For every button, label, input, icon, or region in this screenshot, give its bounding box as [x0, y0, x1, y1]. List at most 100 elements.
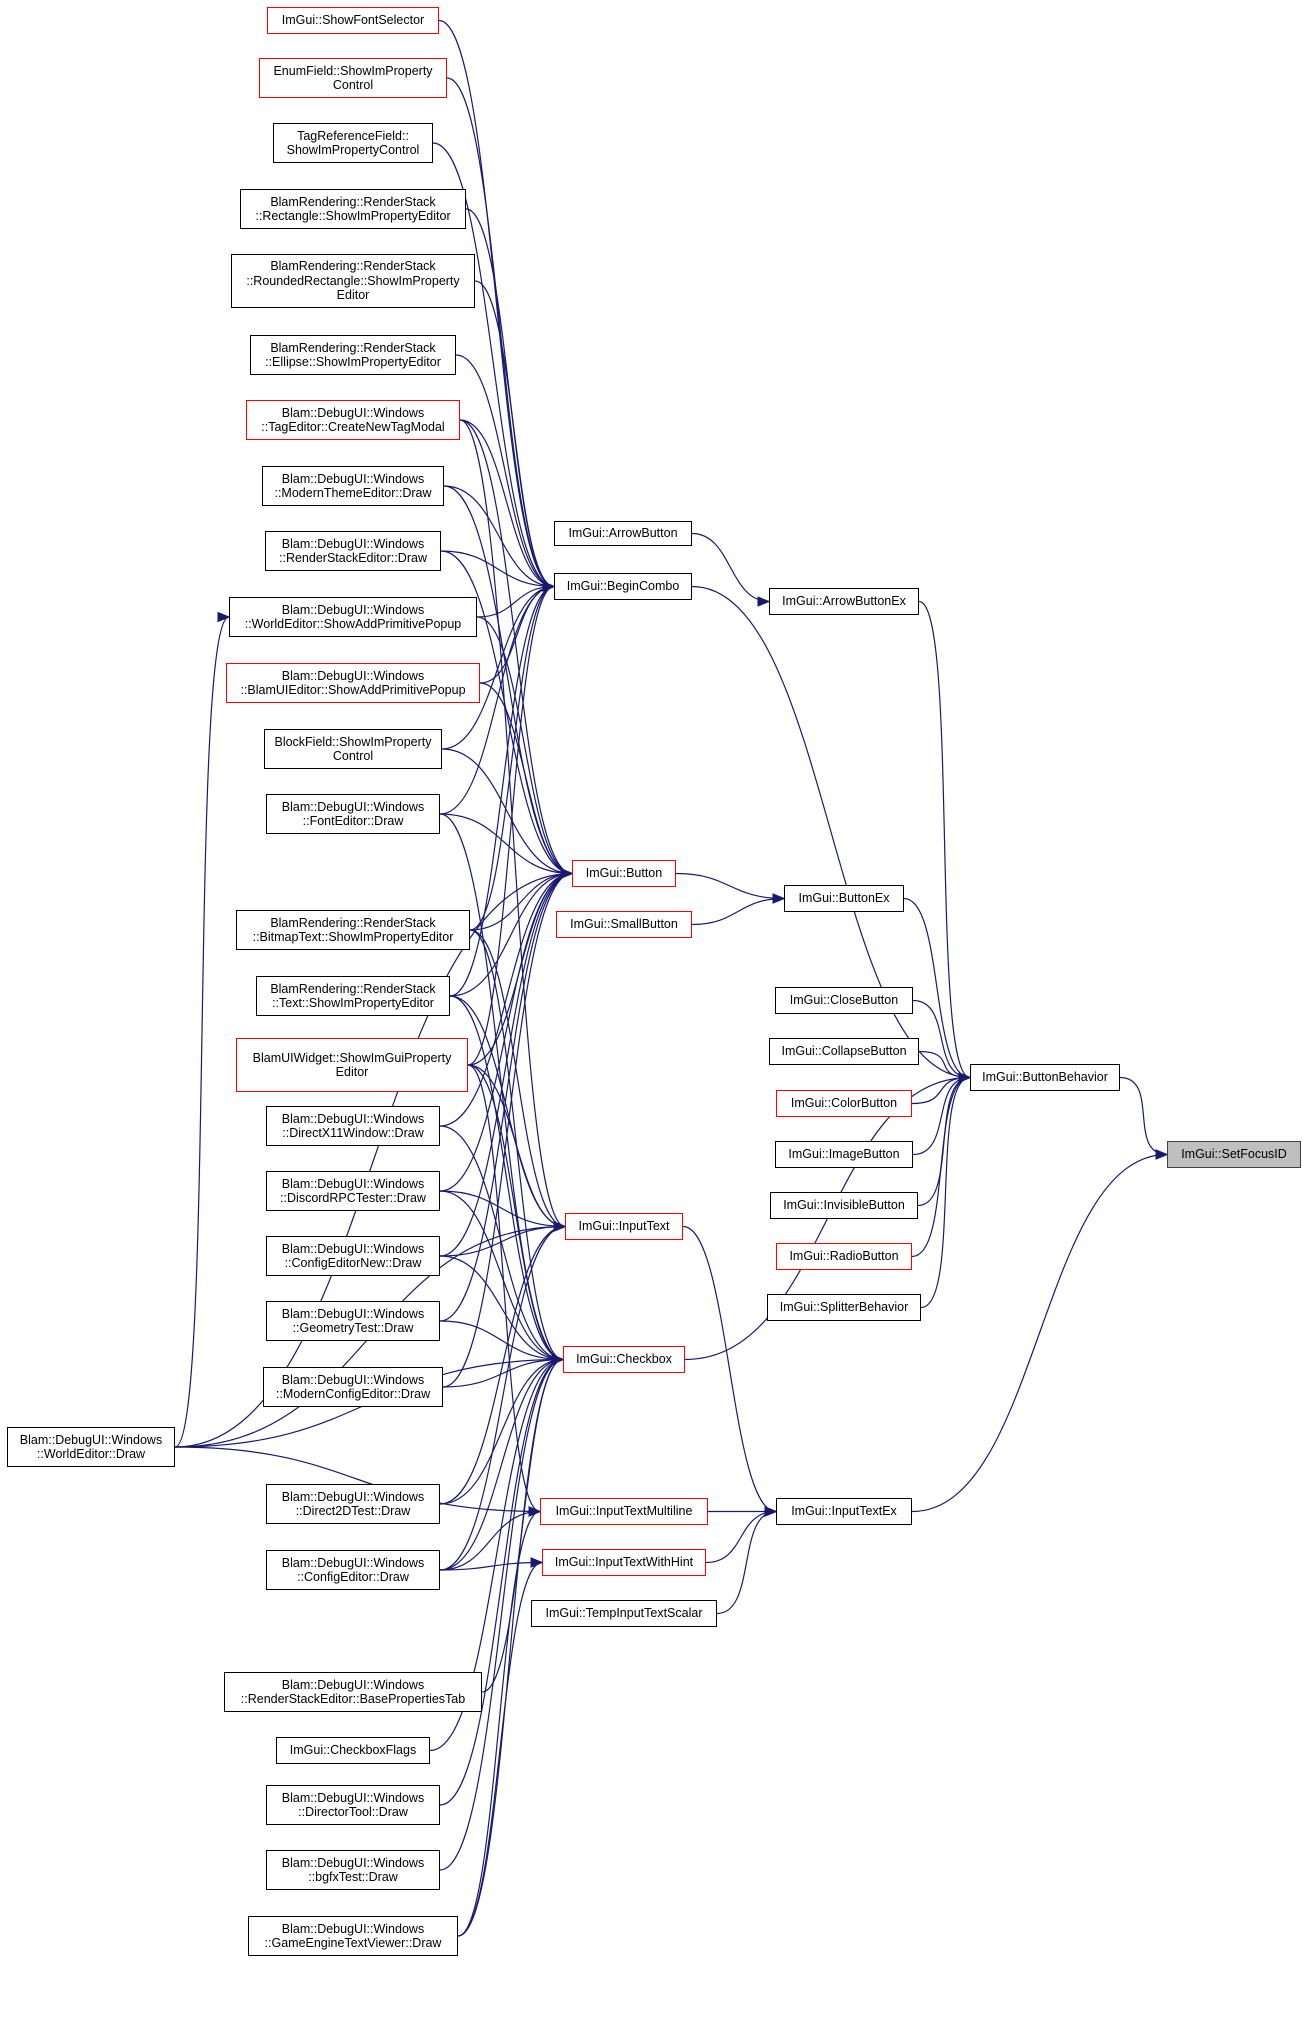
node-checkbox[interactable]: ImGui::Checkbox — [563, 1346, 685, 1373]
node-discordrpc[interactable]: Blam::DebugUI::Windows::DiscordRPCTester… — [266, 1171, 440, 1211]
node-label-line: Blam::DebugUI::Windows — [281, 1677, 425, 1692]
node-label-line: BlamRendering::RenderStack — [270, 194, 436, 209]
edge-arrowbuttonex-to-buttonbehavior — [918, 600, 971, 1079]
node-label-line: ImGui::ButtonBehavior — [982, 1070, 1108, 1085]
node-label-line: ImGui::Checkbox — [576, 1352, 672, 1367]
node-label-line: Editor — [335, 1065, 369, 1079]
node-fonteditor[interactable]: Blam::DebugUI::Windows::FontEditor::Draw — [266, 794, 440, 834]
arrowhead — [553, 1221, 567, 1232]
node-label-line: ImGui::SetFocusID — [1181, 1147, 1287, 1162]
node-closebutton[interactable]: ImGui::CloseButton — [775, 987, 913, 1014]
node-direct2d[interactable]: Blam::DebugUI::Windows::Direct2DTest::Dr… — [266, 1484, 440, 1524]
node-label-line: Blam::DebugUI::Windows — [281, 1176, 425, 1191]
edge-inputtextex-to-setfocusid — [911, 1153, 1168, 1513]
edge-bitmaptext-to-button — [469, 872, 573, 931]
node-tempinputtextscalar[interactable]: ImGui::TempInputTextScalar — [531, 1600, 717, 1627]
node-smallbutton[interactable]: ImGui::SmallButton — [556, 911, 692, 938]
edge-blockfield-to-begincombo — [441, 585, 555, 750]
node-inputtext[interactable]: ImGui::InputText — [565, 1213, 683, 1240]
node-imagebutton[interactable]: ImGui::ImageButton — [775, 1141, 913, 1168]
node-tageditor_newtag[interactable]: Blam::DebugUI::Windows::TagEditor::Creat… — [246, 400, 460, 440]
edge-configeditornew-to-inputtext — [439, 1225, 566, 1257]
edge-configeditor-to-checkbox — [439, 1358, 564, 1571]
node-blamui_popup[interactable]: Blam::DebugUI::Windows::BlamUIEditor::Sh… — [226, 663, 480, 703]
node-tagreference[interactable]: TagReferenceField::ShowImPropertyControl — [273, 123, 433, 163]
node-text_editor[interactable]: BlamRendering::RenderStack::Text::ShowIm… — [256, 976, 450, 1016]
edge-configeditor-to-inputtextwithhint — [439, 1561, 543, 1571]
node-colorbutton[interactable]: ImGui::ColorButton — [776, 1090, 912, 1117]
node-arrowbutton[interactable]: ImGui::ArrowButton — [554, 521, 692, 546]
node-worldeditor_draw[interactable]: Blam::DebugUI::Windows::WorldEditor::Dra… — [7, 1427, 175, 1467]
edge-worldeditor_popup-to-button — [476, 616, 573, 875]
node-bitmaptext[interactable]: BlamRendering::RenderStack::BitmapText::… — [236, 910, 470, 950]
node-directx11[interactable]: Blam::DebugUI::Windows::DirectX11Window:… — [266, 1106, 440, 1146]
edge-tageditor_newtag-to-inputtext — [459, 419, 566, 1228]
node-invisiblebutton[interactable]: ImGui::InvisibleButton — [770, 1192, 918, 1219]
node-label-line: ::DirectorTool::Draw — [298, 1805, 408, 1819]
node-buttonex[interactable]: ImGui::ButtonEx — [784, 885, 904, 912]
node-configeditornew[interactable]: Blam::DebugUI::Windows::ConfigEditorNew:… — [266, 1236, 440, 1276]
node-label-line: ::ConfigEditor::Draw — [297, 1570, 409, 1584]
node-label-line: Blam::DebugUI::Windows — [281, 1921, 425, 1936]
node-inputtextwithhint[interactable]: ImGui::InputTextWithHint — [542, 1549, 706, 1576]
node-label-line: ::Direct2DTest::Draw — [295, 1504, 411, 1518]
node-setfocusid: ImGui::SetFocusID — [1167, 1141, 1301, 1168]
node-splitterbehavior[interactable]: ImGui::SplitterBehavior — [767, 1294, 921, 1321]
node-arrowbuttonex[interactable]: ImGui::ArrowButtonEx — [769, 588, 919, 615]
edge-configeditor-to-inputtextmultiline — [439, 1510, 541, 1571]
node-label-line: Blam::DebugUI::Windows — [281, 405, 425, 420]
node-rect_editor[interactable]: BlamRendering::RenderStack::Rectangle::S… — [240, 189, 466, 229]
node-showfontselector[interactable]: ImGui::ShowFontSelector — [267, 7, 439, 34]
node-ellipse_editor[interactable]: BlamRendering::RenderStack::Ellipse::Sho… — [250, 335, 456, 375]
node-label-line: ::TagEditor::CreateNewTagModal — [261, 420, 445, 434]
edge-inputtext-to-inputtextex — [682, 1225, 777, 1513]
edge-blamuiwidget-to-inputtextmultiline — [467, 1064, 541, 1513]
node-renderstack_draw[interactable]: Blam::DebugUI::Windows::RenderStackEdito… — [265, 531, 441, 571]
edge-configeditornew-to-checkbox — [439, 1255, 564, 1361]
edge-modernconfig-to-button — [442, 872, 573, 1388]
node-label-line: ::ModernThemeEditor::Draw — [274, 486, 432, 500]
edge-tageditor_newtag-to-button — [459, 419, 573, 875]
node-label-line: Control — [332, 78, 374, 92]
node-worldeditor_popup[interactable]: Blam::DebugUI::Windows::WorldEditor::Sho… — [229, 597, 477, 637]
node-checkboxflags[interactable]: ImGui::CheckboxFlags — [276, 1737, 430, 1764]
node-configeditor[interactable]: Blam::DebugUI::Windows::ConfigEditor::Dr… — [266, 1550, 440, 1590]
node-directortool[interactable]: Blam::DebugUI::Windows::DirectorTool::Dr… — [266, 1785, 440, 1825]
node-inputtextmultiline[interactable]: ImGui::InputTextMultiline — [540, 1498, 708, 1525]
node-buttonbehavior[interactable]: ImGui::ButtonBehavior — [970, 1064, 1120, 1091]
node-baseprops[interactable]: Blam::DebugUI::Windows::RenderStackEdito… — [224, 1672, 482, 1712]
node-radiobutton[interactable]: ImGui::RadioButton — [776, 1243, 912, 1270]
arrowhead — [1155, 1149, 1169, 1160]
node-label-line: ImGui::InvisibleButton — [783, 1198, 905, 1213]
node-label-line: ImGui::CheckboxFlags — [289, 1743, 417, 1758]
node-gameenginetext[interactable]: Blam::DebugUI::Windows::GameEngineTextVi… — [248, 1916, 458, 1956]
node-label-line: EnumField::ShowImProperty — [273, 63, 433, 78]
node-collapsebutton[interactable]: ImGui::CollapseButton — [769, 1038, 919, 1065]
node-label-line: Blam::DebugUI::Windows — [281, 1306, 425, 1321]
node-label-line: Blam::DebugUI::Windows — [19, 1432, 163, 1447]
node-inputtextex[interactable]: ImGui::InputTextEx — [776, 1498, 912, 1525]
node-bgfxtest[interactable]: Blam::DebugUI::Windows::bgfxTest::Draw — [266, 1850, 440, 1890]
edge-blamui_popup-to-button — [479, 682, 573, 875]
node-label-line: ImGui::ColorButton — [790, 1096, 898, 1111]
node-modern_theme[interactable]: Blam::DebugUI::Windows::ModernThemeEdito… — [262, 466, 444, 506]
node-roundrect_editor[interactable]: BlamRendering::RenderStack::RoundedRecta… — [231, 254, 475, 308]
edge-worldeditor_draw-to-worldeditor_popup — [174, 616, 230, 1448]
edge-direct2d-to-checkbox — [439, 1358, 564, 1505]
edge-configeditor-to-inputtext — [439, 1225, 566, 1571]
node-geometrytest[interactable]: Blam::DebugUI::Windows::GeometryTest::Dr… — [266, 1301, 440, 1341]
node-begincombo[interactable]: ImGui::BeginCombo — [554, 573, 692, 600]
node-label-line: Blam::DebugUI::Windows — [281, 668, 425, 683]
edge-arrowbutton-to-arrowbuttonex — [691, 532, 770, 603]
node-label-line: BlamUIWidget::ShowImGuiProperty — [252, 1050, 452, 1065]
edge-text_editor-to-button — [449, 872, 573, 997]
node-button[interactable]: ImGui::Button — [572, 860, 676, 887]
node-modernconfig[interactable]: Blam::DebugUI::Windows::ModernConfigEdit… — [263, 1367, 443, 1407]
arrowhead — [757, 596, 771, 607]
node-label-line: ImGui::BeginCombo — [566, 579, 680, 594]
node-label-line: Control — [332, 749, 374, 763]
node-label-line: ::DirectX11Window::Draw — [282, 1126, 424, 1140]
